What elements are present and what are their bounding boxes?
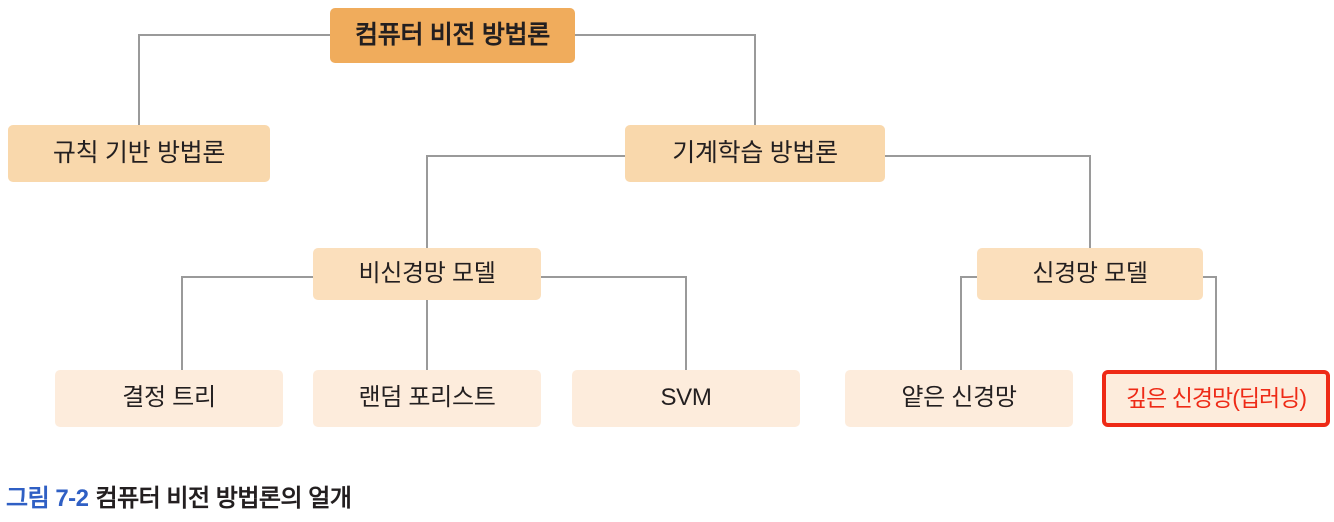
node-label: 컴퓨터 비전 방법론 [355,20,550,49]
node-rule-based-methodology[interactable]: 규칙 기반 방법론 [8,125,270,182]
edge-nonneural-to-decision-tree [181,276,313,370]
edge-ml-to-nonneural [426,155,625,248]
edge-nonneural-to-svm [541,276,687,370]
edge-root-to-rule-based [138,34,330,125]
node-label: 결정 트리 [122,384,216,412]
node-decision-tree[interactable]: 결정 트리 [55,370,283,427]
node-label: 규칙 기반 방법론 [52,138,226,167]
edge-root-to-ml [575,34,756,125]
edge-neural-to-shallow [960,276,977,370]
figure-caption-text: 컴퓨터 비전 방법론의 얼개 [95,485,352,512]
edge-neural-to-deep [1203,276,1217,370]
node-neural-model[interactable]: 신경망 모델 [977,248,1203,300]
node-deep-neural-network-highlighted[interactable]: 깊은 신경망(딥러닝) [1102,370,1330,427]
node-label: 기계학습 방법론 [672,138,838,167]
edge-ml-to-neural [885,155,1091,248]
node-random-forest[interactable]: 랜덤 포리스트 [313,370,541,427]
figure-caption-number: 그림 7-2 [6,485,89,512]
node-label: 얕은 신경망 [901,384,1017,412]
node-shallow-neural-network[interactable]: 얕은 신경망 [845,370,1073,427]
node-label: 신경망 모델 [1032,259,1148,287]
node-computer-vision-methodology[interactable]: 컴퓨터 비전 방법론 [330,8,575,63]
node-label: 랜덤 포리스트 [358,384,496,412]
node-label: 비신경망 모델 [358,259,496,287]
node-svm[interactable]: SVM [572,370,800,427]
node-label: 깊은 신경망(딥러닝) [1126,384,1307,411]
node-non-neural-model[interactable]: 비신경망 모델 [313,248,541,300]
node-label: SVM [660,384,712,412]
node-machine-learning-methodology[interactable]: 기계학습 방법론 [625,125,885,182]
